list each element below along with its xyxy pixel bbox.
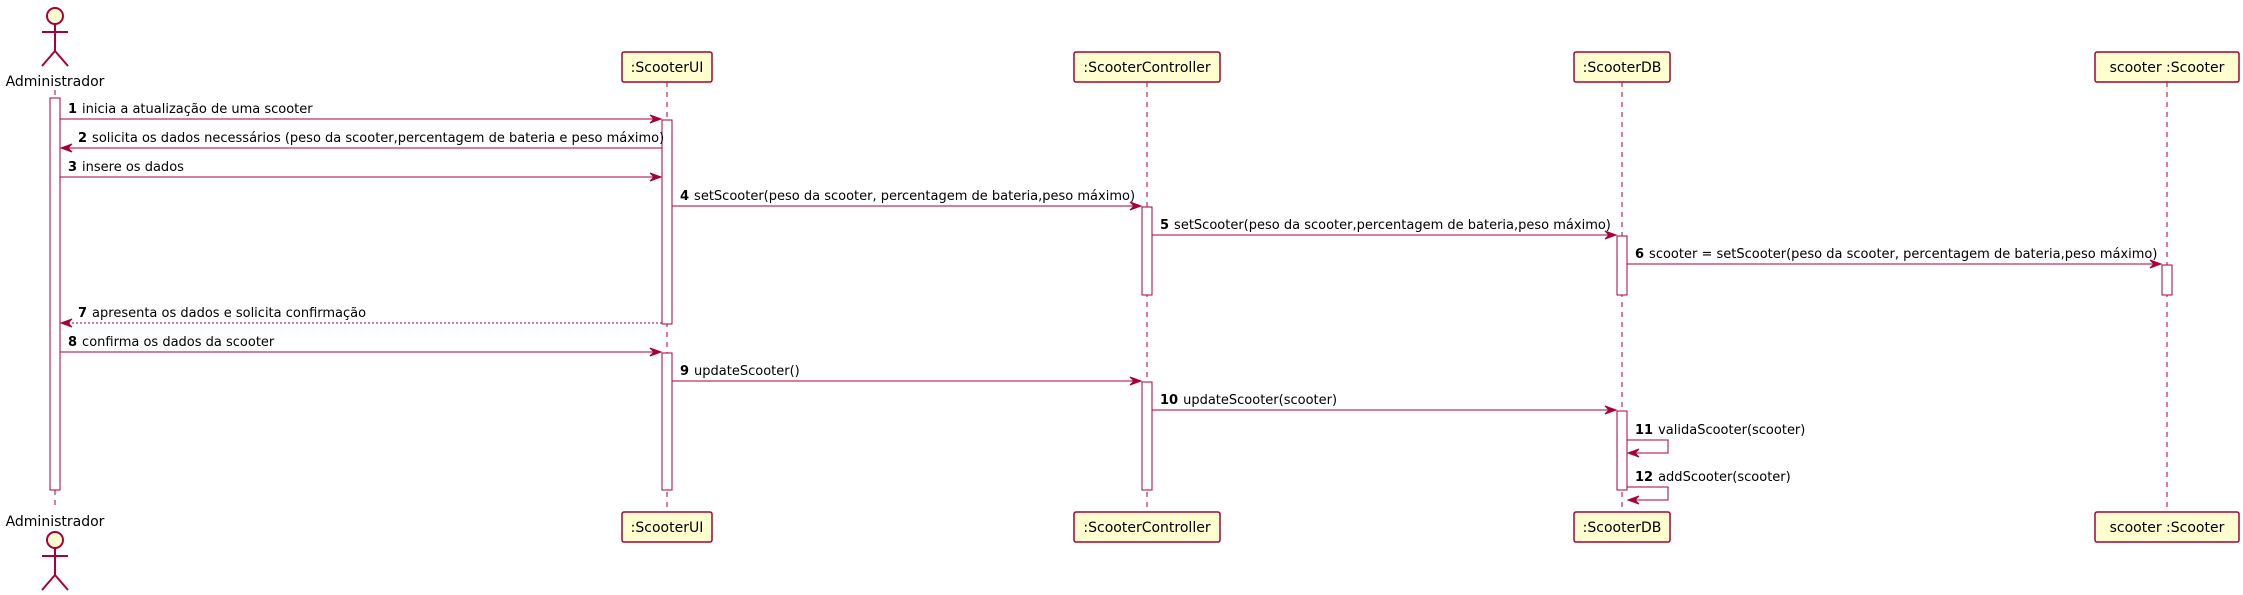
message-6-number: 6 xyxy=(1635,247,1644,262)
participant-scooterui-bottom: :ScooterUI xyxy=(621,511,713,543)
actor-label-top: Administrador xyxy=(6,74,105,90)
message-3-text: insere os dados xyxy=(82,160,184,175)
message-2: 2 solicita os dados necessários (peso da … xyxy=(59,131,664,153)
message-10: 10 updateScooter(scooter) xyxy=(1152,393,1618,415)
message-1-text: inicia a atualização de uma scooter xyxy=(82,102,313,117)
message-9-text: updateScooter() xyxy=(694,364,800,379)
participant-scootercontroller-label-bottom: :ScooterController xyxy=(1083,520,1210,536)
actor-label-bottom: Administrador xyxy=(6,514,105,530)
participant-scootercontroller-label-top: :ScooterController xyxy=(1083,60,1210,76)
participant-scootercontroller-top: :ScooterController xyxy=(1073,51,1221,83)
actor-icon-top xyxy=(41,7,69,67)
message-3-number: 3 xyxy=(68,160,77,175)
participant-scooterui-top: :ScooterUI xyxy=(621,51,713,83)
participant-scooterdb-label-bottom: :ScooterDB xyxy=(1583,520,1662,536)
activation-scooterui-2 xyxy=(661,352,673,491)
message-8: 8 confirma os dados da scooter xyxy=(60,335,663,357)
message-5: 5 setScooter(peso da scooter,percentagem … xyxy=(1152,218,1618,240)
message-2-text: solicita os dados necessários (peso da s… xyxy=(92,131,664,146)
message-1-number: 1 xyxy=(68,102,77,117)
message-9-number: 9 xyxy=(680,364,689,379)
participant-scooter-label-bottom: scooter :Scooter xyxy=(2110,520,2225,536)
activation-scootercontroller-2 xyxy=(1141,381,1153,491)
participant-scooterdb-bottom: :ScooterDB xyxy=(1573,511,1671,543)
participant-scooterdb-top: :ScooterDB xyxy=(1573,51,1671,83)
message-4-text: setScooter(peso da scooter, percentagem … xyxy=(694,189,1135,204)
participant-scooterui-label-top: :ScooterUI xyxy=(631,60,704,76)
message-12-text: addScooter(scooter) xyxy=(1658,470,1791,485)
message-11-text: validaScooter(scooter) xyxy=(1658,423,1805,438)
participant-scooter-label-top: scooter :Scooter xyxy=(2110,60,2225,76)
message-11-number: 11 xyxy=(1635,423,1653,438)
message-7-text: apresenta os dados e solicita confirmaçã… xyxy=(92,306,366,321)
message-7-number: 7 xyxy=(78,306,87,321)
message-9: 9 updateScooter() xyxy=(672,364,1143,386)
message-10-text: updateScooter(scooter) xyxy=(1183,393,1337,408)
participant-scooterui-label-bottom: :ScooterUI xyxy=(631,520,704,536)
message-8-text: confirma os dados da scooter xyxy=(82,335,275,350)
message-10-number: 10 xyxy=(1160,393,1178,408)
message-3: 3 insere os dados xyxy=(60,160,663,182)
participant-scooter-bottom: scooter :Scooter xyxy=(2094,511,2240,543)
message-11: 11 validaScooter(scooter) xyxy=(1626,423,1805,458)
message-5-text: setScooter(peso da scooter,percentagem d… xyxy=(1174,218,1611,233)
message-4-number: 4 xyxy=(680,189,689,204)
participant-scooter-top: scooter :Scooter xyxy=(2094,51,2240,83)
activation-scootercontroller-1 xyxy=(1141,206,1153,296)
message-12-number: 12 xyxy=(1635,470,1653,485)
message-1: 1 inicia a atualização de uma scooter xyxy=(60,102,663,124)
message-2-number: 2 xyxy=(78,131,87,146)
message-6: 6 scooter = setScooter(peso da scooter, p… xyxy=(1627,247,2163,269)
participant-scootercontroller-bottom: :ScooterController xyxy=(1073,511,1221,543)
activation-scooterdb-2 xyxy=(1616,410,1628,491)
message-6-text: scooter = setScooter(peso da scooter, pe… xyxy=(1649,247,2157,262)
actor-icon-bottom xyxy=(41,531,69,591)
message-4: 4 setScooter(peso da scooter, percentagem… xyxy=(672,189,1143,211)
activation-administrador xyxy=(49,97,61,491)
activation-scooterui-1 xyxy=(661,119,673,325)
message-7: 7 apresenta os dados e solicita confirmaç… xyxy=(59,306,662,328)
message-8-number: 8 xyxy=(68,335,77,350)
activation-scooterdb-1 xyxy=(1616,235,1628,296)
message-12: 12 addScooter(scooter) xyxy=(1626,470,1791,505)
message-5-number: 5 xyxy=(1160,218,1169,233)
activation-scooter xyxy=(2161,264,2173,296)
participant-scooterdb-label-top: :ScooterDB xyxy=(1583,60,1662,76)
